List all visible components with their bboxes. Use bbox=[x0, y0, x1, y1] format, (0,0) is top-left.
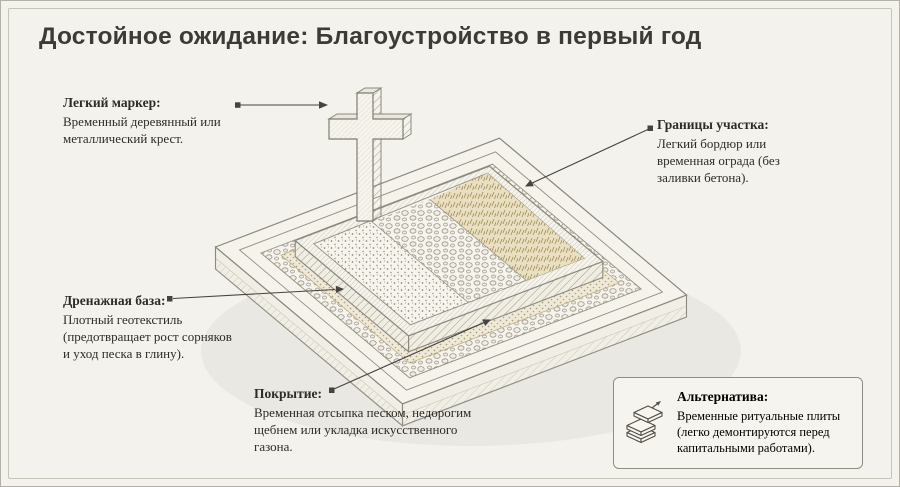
leader-drainage-arrow bbox=[335, 285, 344, 293]
callout-covering-heading: Покрытие: bbox=[254, 386, 322, 401]
cross-marker bbox=[327, 87, 413, 222]
leader-drainage bbox=[167, 285, 344, 302]
callout-covering-body: Временная отсыпка песком, недорогим щебн… bbox=[254, 405, 472, 454]
leader-boundary-arrow bbox=[525, 179, 534, 187]
callout-boundary-body: Легкий бордюр или временная ограда (без … bbox=[657, 136, 780, 185]
leader-covering bbox=[329, 319, 491, 393]
alternative-text: Альтернатива: Временные ритуальные плиты… bbox=[677, 389, 849, 456]
sand-zone bbox=[313, 221, 469, 325]
alternative-box: Альтернатива: Временные ритуальные плиты… bbox=[613, 377, 863, 469]
leader-lines bbox=[167, 101, 653, 393]
leader-marker-dot bbox=[235, 102, 241, 108]
leader-drainage-dot bbox=[167, 296, 173, 302]
callout-covering: Покрытие: Временная отсыпка песком, недо… bbox=[254, 386, 480, 456]
leader-covering-dot bbox=[329, 387, 335, 393]
grass-zone-texture bbox=[429, 173, 585, 281]
cross-front-hatch bbox=[329, 93, 403, 221]
platform-lower-step-right bbox=[402, 305, 687, 427]
leader-marker bbox=[235, 101, 328, 109]
alternative-heading: Альтернатива: bbox=[677, 389, 769, 404]
callout-drainage: Дренажная база: Плотный геотекстиль (пре… bbox=[63, 293, 235, 363]
callout-marker-body: Временный деревянный или металлический к… bbox=[63, 114, 221, 146]
leader-covering-arrow bbox=[482, 319, 491, 326]
zone-divider-lines bbox=[371, 199, 527, 303]
callout-marker: Легкий маркер: Временный деревянный или … bbox=[63, 95, 245, 148]
callout-drainage-body: Плотный геотекстиль (предотвращает рост … bbox=[63, 312, 232, 361]
alternative-body: Временные ритуальные плиты (легко демонт… bbox=[677, 409, 841, 455]
leader-boundary bbox=[525, 125, 653, 187]
covering-slab bbox=[294, 165, 604, 353]
callout-marker-heading: Легкий маркер: bbox=[63, 95, 161, 110]
curb-inner-line bbox=[238, 151, 664, 391]
page-title: Достойное ожидание: Благоустройство в пе… bbox=[39, 23, 702, 50]
leader-boundary-dot bbox=[647, 125, 653, 131]
leader-marker-arrow bbox=[319, 101, 328, 109]
callout-drainage-heading: Дренажная база: bbox=[63, 293, 166, 308]
callout-boundary-heading: Границы участка: bbox=[657, 117, 769, 132]
cross-side-face bbox=[372, 87, 382, 222]
pebble-zone bbox=[371, 199, 527, 303]
callout-boundary: Границы участка: Легкий бордюр или време… bbox=[657, 117, 821, 187]
stacked-slabs-icon bbox=[626, 400, 663, 443]
